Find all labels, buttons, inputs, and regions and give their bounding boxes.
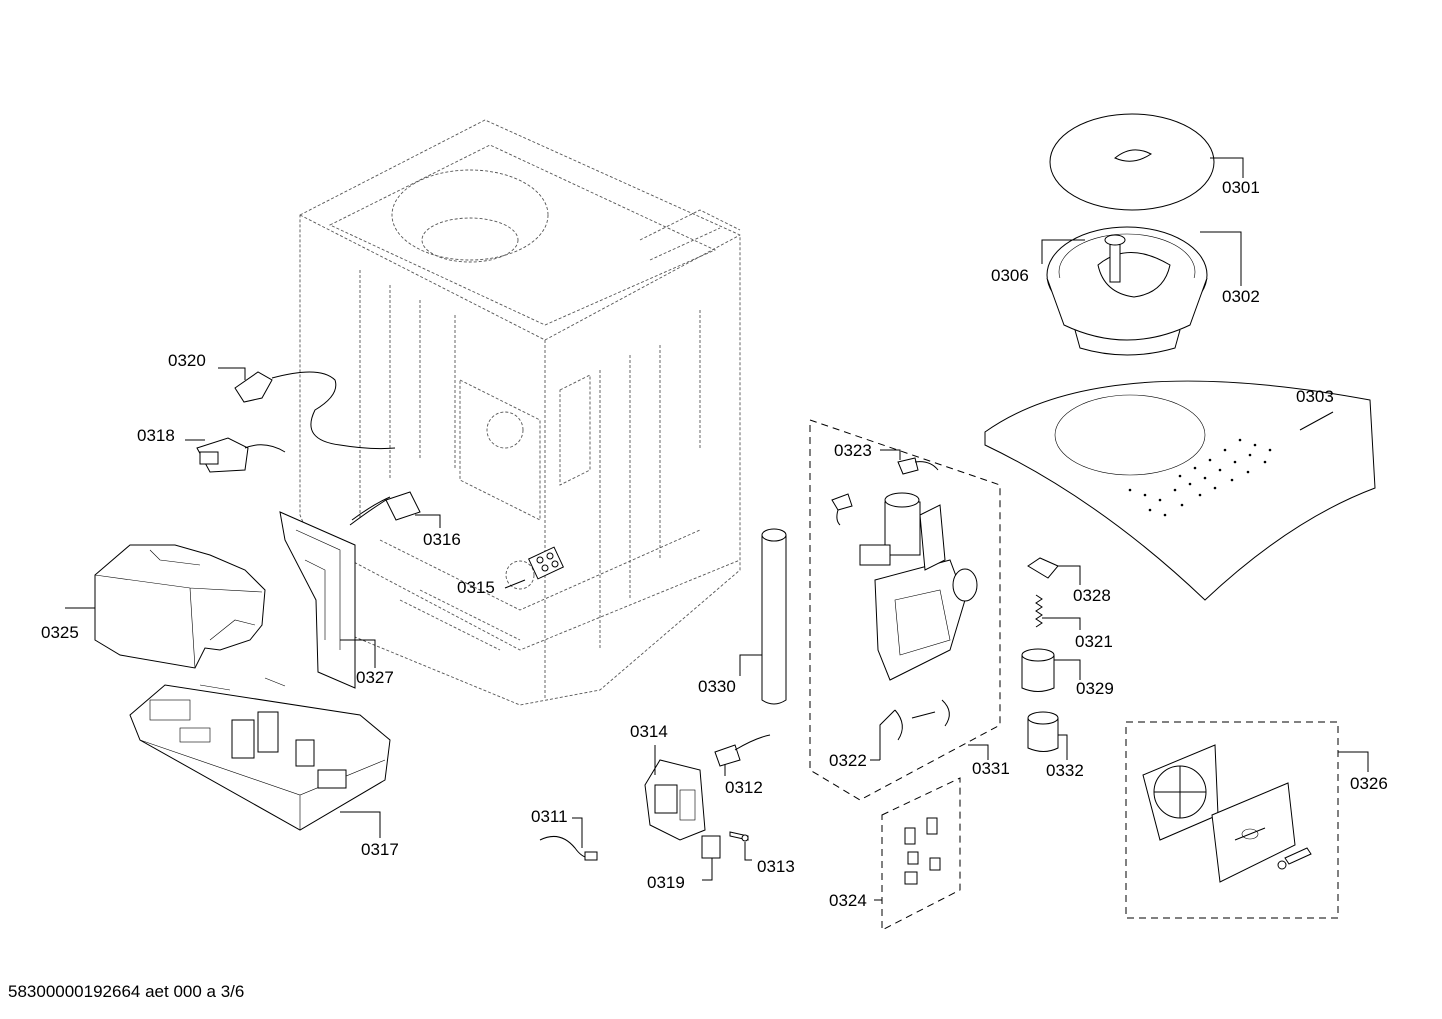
label-0301: 0301 bbox=[1222, 178, 1260, 197]
part-0321-spring bbox=[1035, 594, 1081, 630]
part-0329-cylinder bbox=[1021, 648, 1081, 692]
part-0314-valve-block bbox=[644, 745, 706, 841]
part-0332-sleeve bbox=[1027, 711, 1068, 760]
part-0311-cable bbox=[539, 817, 598, 861]
label-0314: 0314 bbox=[630, 722, 668, 741]
label-0303: 0303 bbox=[1296, 387, 1334, 406]
label-0312: 0312 bbox=[725, 778, 763, 797]
part-0312-sensor bbox=[714, 734, 771, 776]
label-0319: 0319 bbox=[647, 873, 685, 892]
part-0324-fittings-group bbox=[874, 777, 961, 931]
label-0323: 0323 bbox=[834, 441, 872, 460]
label-0318: 0318 bbox=[137, 426, 175, 445]
part-0301-lid bbox=[1049, 113, 1244, 211]
part-0313-screw bbox=[729, 831, 752, 861]
callout-labels: 0301 0306 0302 0303 0320 0318 0323 0316 … bbox=[41, 178, 1388, 910]
part-0327-bracket bbox=[279, 511, 376, 689]
part-0318-mains-connector bbox=[185, 437, 286, 473]
label-0320: 0320 bbox=[168, 351, 206, 370]
label-0316: 0316 bbox=[423, 530, 461, 549]
label-0330: 0330 bbox=[698, 677, 736, 696]
label-0315: 0315 bbox=[457, 578, 495, 597]
part-0331-drive-group bbox=[809, 419, 1001, 801]
part-0330-tube bbox=[739, 528, 787, 705]
part-0303-top-cover bbox=[984, 380, 1376, 601]
label-0326: 0326 bbox=[1350, 774, 1388, 793]
part-0302-bean-container bbox=[1041, 226, 1242, 356]
part-0326-panel-group bbox=[1125, 721, 1369, 919]
part-0316-sensor-board bbox=[349, 491, 441, 528]
document-footer-id: 58300000192664 aet 000 a 3/6 bbox=[8, 982, 244, 1001]
label-0322: 0322 bbox=[829, 751, 867, 770]
label-0302: 0302 bbox=[1222, 287, 1260, 306]
label-0327: 0327 bbox=[356, 668, 394, 687]
part-0317-control-board bbox=[129, 677, 391, 838]
label-0317: 0317 bbox=[361, 840, 399, 859]
label-0332: 0332 bbox=[1046, 761, 1084, 780]
label-0313: 0313 bbox=[757, 857, 795, 876]
label-0328: 0328 bbox=[1073, 586, 1111, 605]
label-0311: 0311 bbox=[531, 807, 568, 826]
part-0328-clip bbox=[1027, 557, 1081, 585]
label-0325: 0325 bbox=[41, 623, 79, 642]
label-0331: 0331 bbox=[972, 759, 1010, 778]
part-0319-button bbox=[701, 835, 721, 881]
label-0306: 0306 bbox=[991, 266, 1029, 285]
housing-frame-ghost bbox=[299, 119, 741, 706]
part-0315-plug bbox=[504, 546, 565, 589]
label-0329: 0329 bbox=[1076, 679, 1114, 698]
label-0321: 0321 bbox=[1075, 632, 1113, 651]
part-0325-module-cover bbox=[65, 544, 266, 669]
part-0320-power-cable bbox=[218, 367, 396, 450]
label-0324: 0324 bbox=[829, 891, 867, 910]
